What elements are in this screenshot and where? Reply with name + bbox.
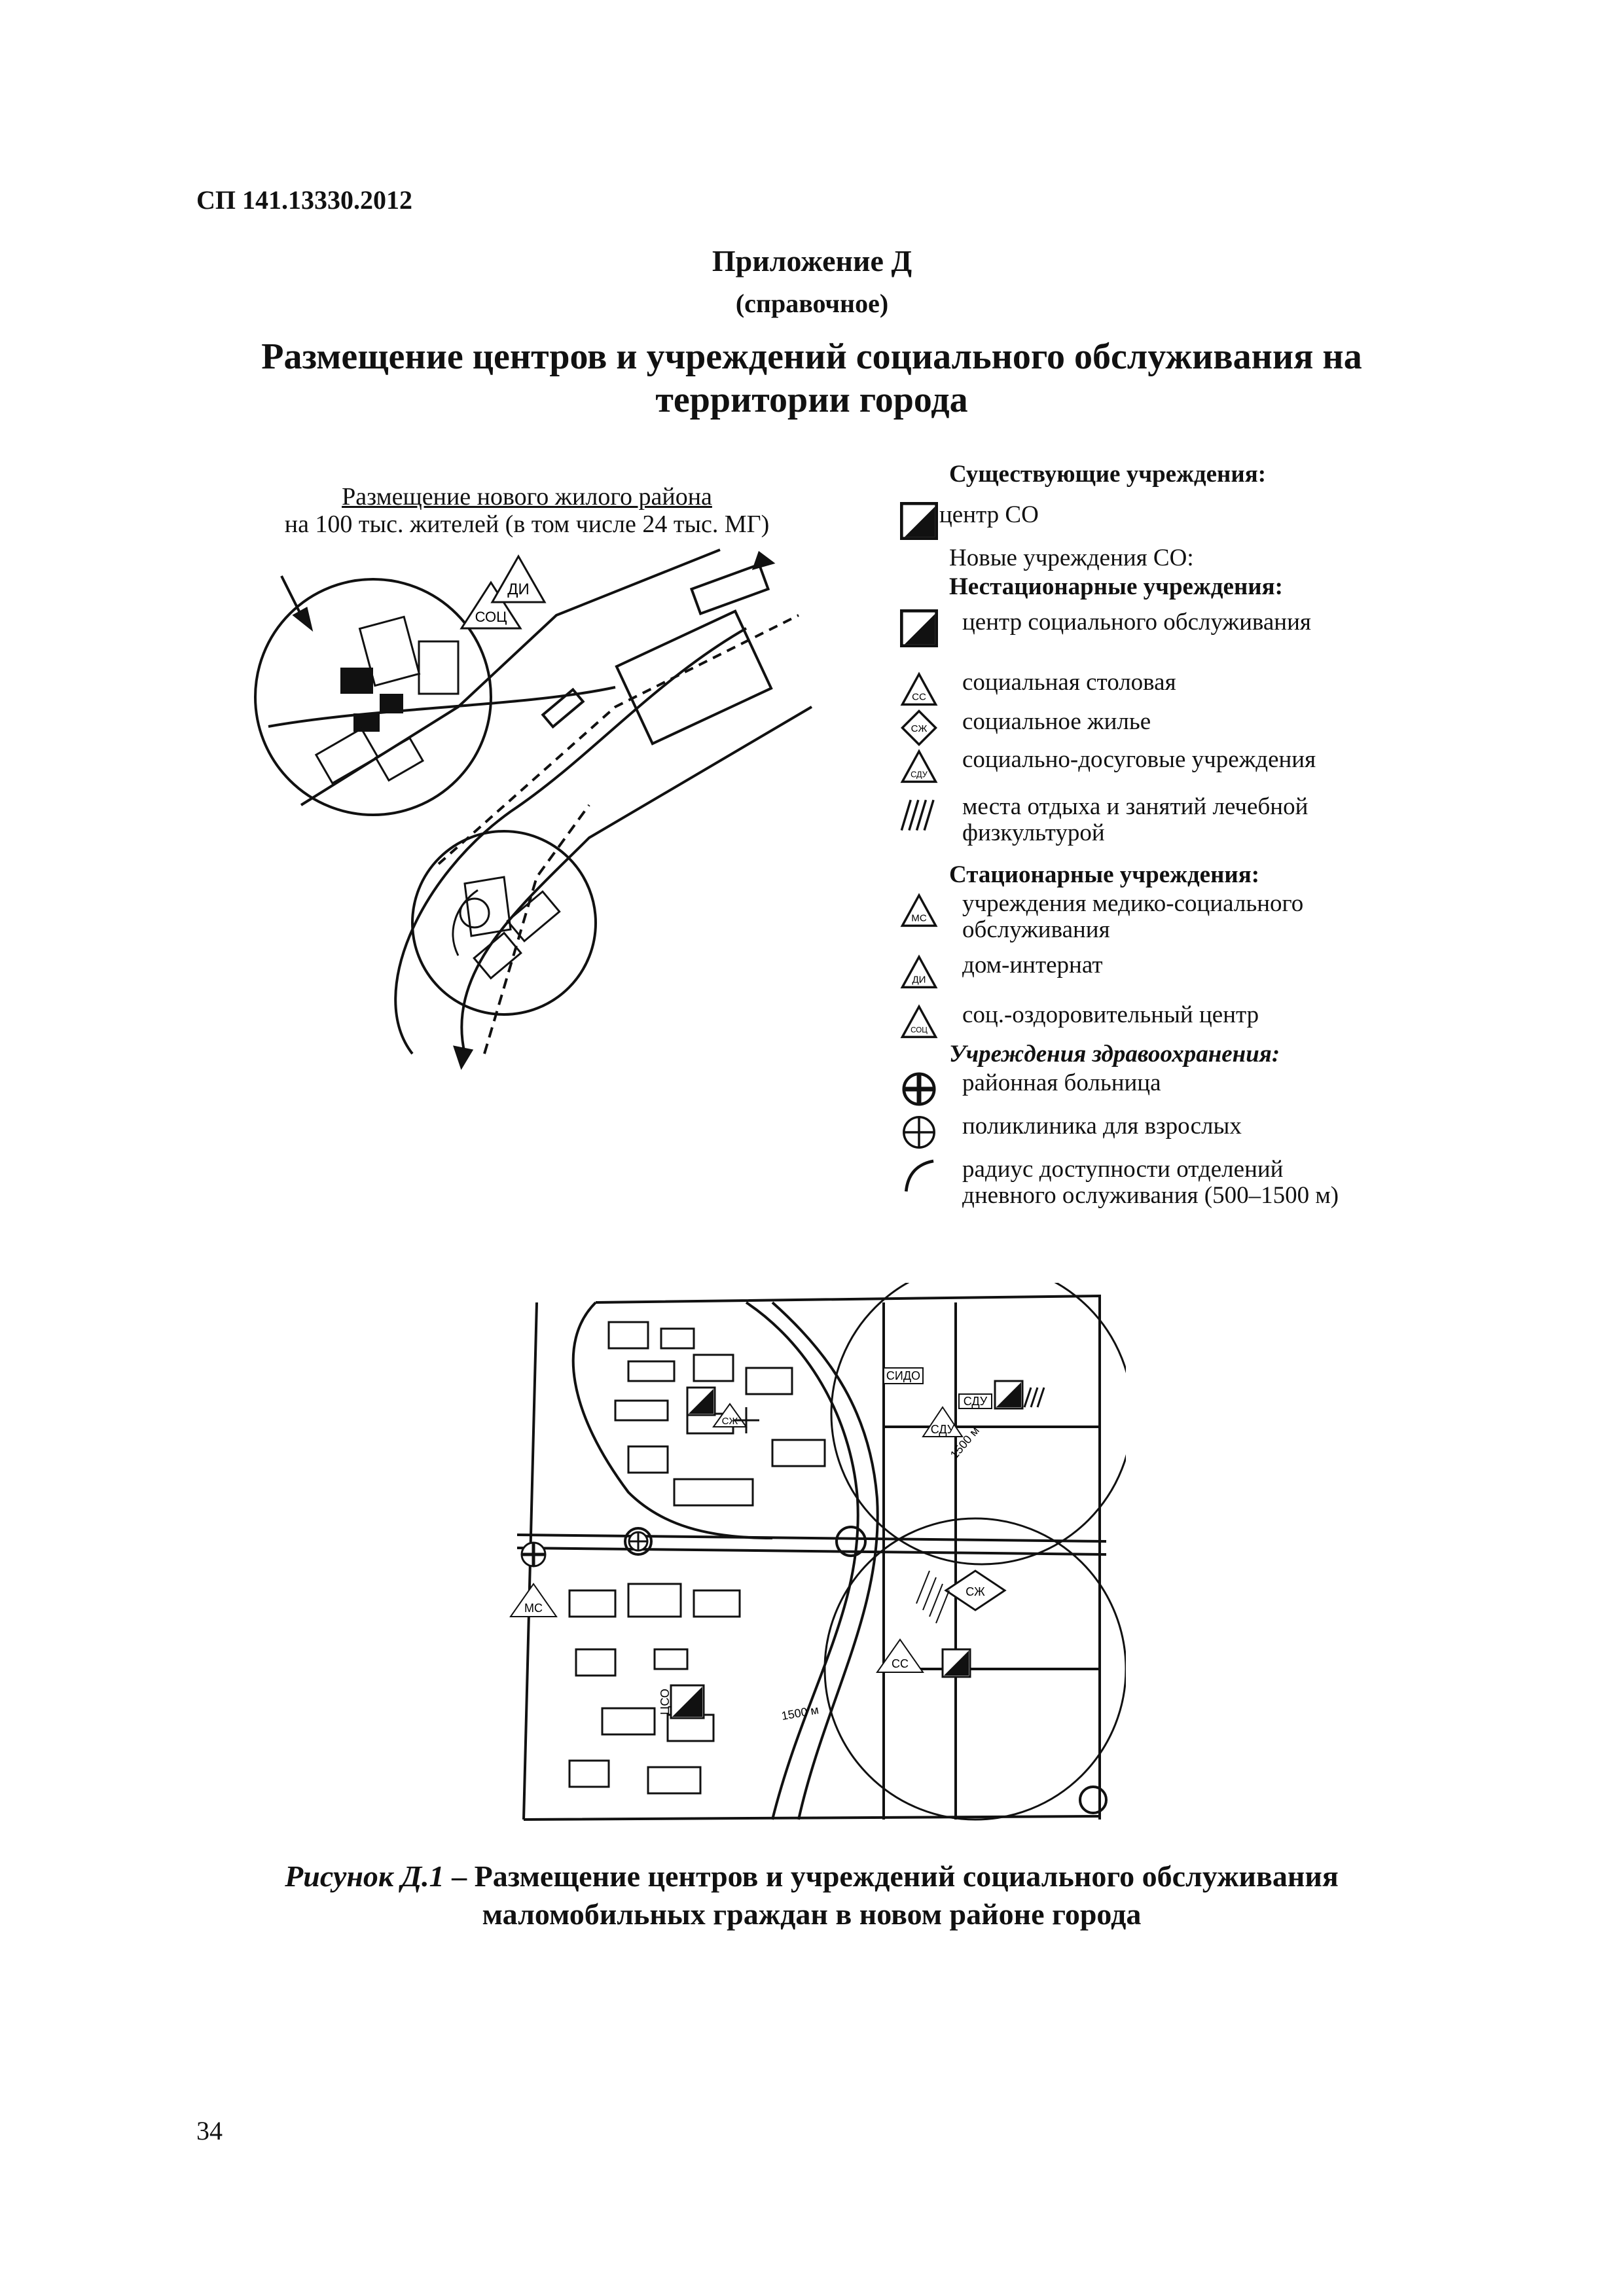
polyclinic-icon	[903, 1116, 935, 1149]
figure-caption: Рисунок Д.1 – Размещение центров и учреж…	[196, 1857, 1427, 1933]
legend-health-header: Учреждения здравоохранения:	[949, 1041, 1280, 1067]
szh-label: СЖ	[722, 1416, 738, 1427]
legend-existing-header: Существующие учреждения:	[949, 461, 1267, 488]
radius-circle-1	[830, 1283, 1126, 1566]
svg-text:СЖ: СЖ	[911, 723, 928, 734]
sign-soc-label: СОЦ	[475, 609, 507, 625]
svg-text:СС: СС	[912, 691, 926, 702]
hospital-symbol	[520, 1541, 547, 1568]
di-icon: ДИ	[900, 954, 938, 989]
polyclinic-symbol	[628, 1531, 649, 1552]
svg-text:СОЦ: СОЦ	[911, 1026, 928, 1034]
tso-icon	[900, 609, 938, 647]
tso-symbol-2	[994, 1380, 1045, 1410]
svg-text:ДИ: ДИ	[912, 974, 926, 985]
sido-label: СИДО	[886, 1369, 920, 1382]
figure-dash: –	[444, 1859, 475, 1893]
ss-icon: СС	[900, 672, 938, 706]
road-line-3	[460, 706, 813, 1054]
soc-icon: СОЦ	[900, 1004, 938, 1039]
sign-di-soc: СОЦ ДИ	[460, 554, 547, 630]
sdu-label-2: СДУ	[964, 1395, 988, 1408]
tso-label: ЦСО	[659, 1689, 672, 1715]
rest-area-hatch	[916, 1570, 950, 1624]
hatch-icon	[900, 799, 935, 831]
legend-stationary-header: Стационарные учреждения:	[949, 861, 1260, 888]
ms-label: МС	[524, 1602, 543, 1615]
tso-symbol-4: ЦСО	[659, 1684, 705, 1719]
service-radius-circle-2	[411, 830, 597, 1016]
page-number: 34	[196, 2116, 223, 2145]
road-frame	[595, 1294, 1101, 1820]
figure-caption-line1: Размещение центров и учреждений социальн…	[474, 1859, 1339, 1893]
service-radius-circle-1	[254, 578, 492, 816]
figure-caption-line2: маломобильных граждан в новом районе гор…	[482, 1897, 1142, 1931]
svg-text:МС: МС	[911, 912, 927, 924]
bottom-city-map: ЦСО СИДО СДУ СДУ СЖ СЖ СС МС 1500 м 1500…	[509, 1283, 1126, 1821]
river-line	[394, 627, 747, 1055]
center-so-icon	[900, 502, 938, 540]
legend-new-header: Новые учреждения СО:	[949, 545, 1194, 571]
radius-arc-icon	[904, 1159, 934, 1192]
main-title-line1: Размещение центров и учреждений социальн…	[261, 336, 1362, 377]
appendix-title: Приложение Д	[712, 244, 912, 278]
radius-1500-label-2: 1500 м	[780, 1703, 820, 1723]
figure-label: Рисунок Д.1	[285, 1859, 444, 1893]
road-dashed-2	[483, 804, 590, 1054]
top-map-caption-line2: на 100 тыс. жителей (в том числе 24 тыс.…	[284, 511, 770, 538]
ss-label: СС	[892, 1657, 909, 1670]
top-map-caption: Размещение нового жилого района на 100 т…	[232, 483, 821, 538]
szh-label-2: СЖ	[965, 1585, 985, 1598]
tso-symbol	[686, 1386, 716, 1416]
legend-nonstationary-header: Нестационарные учреждения:	[949, 573, 1283, 600]
sdu-icon: СДУ	[900, 749, 938, 783]
building-block	[340, 668, 373, 694]
ms-icon: МС	[900, 893, 938, 927]
sdu-label: СДУ	[931, 1423, 955, 1436]
polyclinic-symbol-2	[733, 1407, 759, 1433]
main-title-line2: территории города	[655, 380, 968, 420]
svg-text:СДУ: СДУ	[911, 769, 928, 779]
top-map-caption-line1: Размещение нового жилого района	[342, 483, 712, 511]
radius-circle-2	[823, 1517, 1126, 1821]
road-line	[268, 686, 616, 728]
document-code: СП 141.13330.2012	[196, 185, 412, 215]
sign-di-label: ДИ	[507, 581, 530, 598]
main-title: Размещение центров и учреждений социальн…	[196, 335, 1427, 422]
szh-icon: СЖ	[901, 709, 937, 746]
top-district-map: СОЦ ДИ	[254, 548, 813, 1070]
hospital-icon	[902, 1072, 936, 1106]
tso-symbol-3	[941, 1648, 971, 1678]
road-dashed	[437, 614, 799, 865]
appendix-subtitle: (справочное)	[735, 289, 889, 318]
